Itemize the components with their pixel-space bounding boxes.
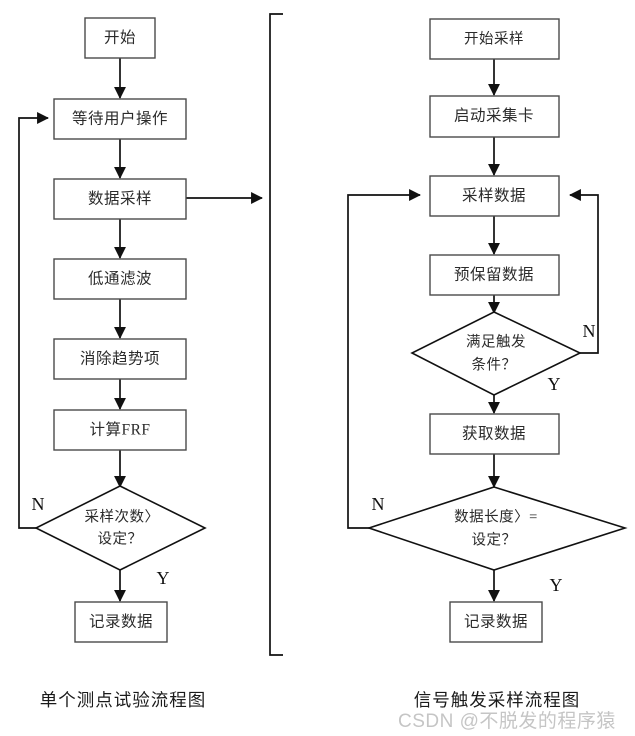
node-compute-frf-label: 计算FRF: [89, 420, 150, 439]
node-record-data-left[interactable]: [74, 601, 168, 643]
node-record-data-right[interactable]: [449, 601, 543, 643]
node-data-length-line1: 数据长度〉=: [454, 508, 538, 525]
node-data-length-line2: 设定？: [472, 531, 517, 548]
node-data-sampling-label: 数据采样: [88, 190, 152, 208]
node-trigger-condition-decision[interactable]: [410, 311, 582, 396]
node-start[interactable]: [84, 17, 156, 59]
node-start-acquisition-card[interactable]: [429, 95, 560, 138]
node-remove-trend-label: 消除趋势项: [80, 350, 160, 368]
node-remove-trend[interactable]: [53, 338, 187, 380]
node-lowpass-filter-label: 低通滤波: [88, 270, 152, 288]
node-acquire-data[interactable]: [429, 413, 560, 455]
node-wait-user-action[interactable]: [53, 98, 187, 140]
node-prereserve-data-label: 预保留数据: [454, 266, 534, 284]
node-sample-count-decision-line1: 采样次数〉: [85, 508, 160, 525]
branch-label-yes-left: Y: [157, 568, 170, 588]
node-trigger-condition-line1: 满足触发: [466, 333, 526, 350]
node-start-sampling[interactable]: [429, 18, 560, 60]
node-record-data-right-label: 记录数据: [464, 613, 528, 631]
node-record-data-left-label: 记录数据: [89, 613, 153, 631]
node-data-length-decision[interactable]: [366, 486, 628, 571]
node-data-sampling[interactable]: [53, 178, 187, 220]
node-wait-user-action-label: 等待用户操作: [72, 110, 168, 128]
node-start-acquisition-card-label: 启动采集卡: [454, 107, 534, 125]
node-start-label: 开始: [104, 29, 136, 47]
edge-trigger-no-feedback: [569, 189, 599, 354]
node-compute-frf[interactable]: [53, 409, 187, 451]
node-start-sampling-label: 开始采样: [464, 30, 524, 47]
caption-left-chart: 单个测点试验流程图: [40, 690, 207, 710]
branch-label-yes-length: Y: [550, 575, 563, 595]
center-bracket: [269, 13, 283, 656]
edge-length-no-feedback: [347, 189, 421, 529]
node-sample-count-decision-line2: 设定？: [98, 530, 143, 547]
branch-label-no-length: N: [372, 494, 385, 514]
caption-right-chart: 信号触发采样流程图: [414, 690, 581, 710]
branch-label-no-trigger: N: [583, 321, 596, 341]
branch-label-no-left: N: [32, 494, 45, 514]
node-trigger-condition-line2: 条件？: [472, 356, 517, 373]
node-prereserve-data[interactable]: [429, 254, 560, 296]
edge-decision-no-feedback: [18, 112, 49, 529]
node-acquire-data-label: 获取数据: [462, 425, 526, 443]
node-lowpass-filter[interactable]: [53, 258, 187, 300]
node-sample-data-label: 采样数据: [462, 187, 526, 205]
node-sample-data[interactable]: [429, 175, 560, 217]
node-sample-count-decision[interactable]: [34, 485, 207, 571]
branch-label-yes-trigger: Y: [548, 374, 561, 394]
